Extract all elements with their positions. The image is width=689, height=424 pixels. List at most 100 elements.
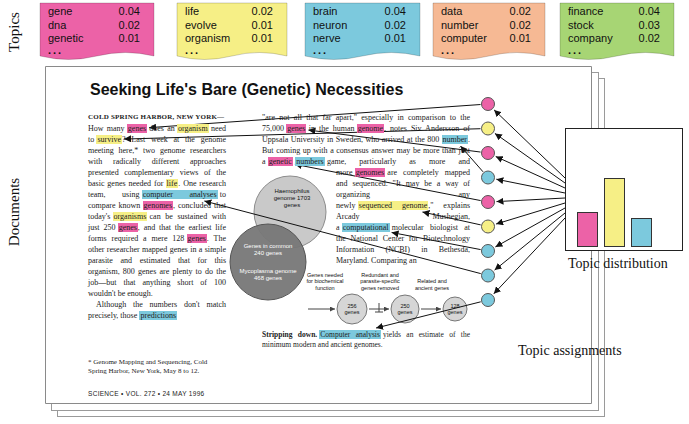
chart-bar bbox=[578, 213, 598, 247]
text-frame: "are not all that far apart," especially… bbox=[262, 112, 470, 357]
topic-word: company bbox=[568, 32, 625, 46]
topic-word: genetic bbox=[48, 32, 105, 46]
word-probability: 0.02 bbox=[119, 19, 140, 33]
paragraph: Although the numbers don't match precise… bbox=[88, 299, 226, 321]
chart-label: Topic distribution bbox=[568, 256, 668, 272]
text-frame: 256 genes bbox=[340, 303, 364, 316]
assignment-dot bbox=[482, 294, 495, 307]
highlighted-word: genomes bbox=[355, 168, 385, 177]
figure-label: Haemophilus genome 1703 genes bbox=[268, 188, 316, 209]
dateline-row: COLD SPRING HARBOR, NEW YORK— bbox=[88, 112, 226, 123]
figure-caption: Stripping down.Computer analysisyields a… bbox=[262, 330, 470, 349]
highlighted-word: predictions bbox=[139, 311, 177, 320]
highlighted-word: computational bbox=[342, 223, 390, 232]
text-frame: Documents bbox=[14, 212, 82, 230]
word-probability: 0.02 bbox=[510, 5, 531, 19]
highlighted-word: genomes bbox=[143, 201, 173, 210]
word-probability: 0.01 bbox=[385, 32, 406, 46]
text-frame: 128 genes bbox=[446, 303, 464, 316]
assignment-dot bbox=[482, 245, 495, 258]
assignment-dot bbox=[482, 196, 495, 209]
gene-set-circle bbox=[443, 297, 467, 321]
distribution-arrow bbox=[494, 218, 565, 294]
topic-word: number bbox=[441, 19, 496, 33]
chart-bar bbox=[605, 179, 625, 247]
word-probability: 0.02 bbox=[639, 32, 660, 46]
figure-label: Related and ancient genes bbox=[412, 278, 452, 291]
assignment-dot bbox=[482, 122, 495, 135]
highlighted-word: sequenced genome bbox=[358, 201, 428, 210]
highlighted-word: life bbox=[166, 179, 179, 188]
circle-label: 250 genes bbox=[394, 303, 416, 316]
topic-word: stock bbox=[568, 19, 625, 33]
distribution-arrow bbox=[494, 110, 565, 178]
assignment-dot bbox=[482, 98, 495, 111]
axis-label: Topics bbox=[5, 12, 23, 52]
topic-word: brain bbox=[313, 5, 371, 19]
word-probability: 0.02 bbox=[385, 19, 406, 33]
highlighted-word: number bbox=[442, 135, 468, 144]
ellipsis: ... bbox=[185, 46, 238, 54]
highlighted-word: genes bbox=[118, 223, 138, 232]
article-title: Seeking Life's Bare (Genetic) Necessitie… bbox=[90, 80, 592, 100]
ellipsis: ... bbox=[48, 46, 105, 54]
topic-card: gene0.04dna0.02genetic0.01... bbox=[40, 3, 154, 63]
topic-word: data bbox=[441, 5, 496, 19]
float-spacer bbox=[261, 112, 262, 167]
assignment-dot bbox=[482, 269, 495, 282]
article-text: . The other researcher mapped genes in a… bbox=[88, 234, 226, 298]
topic-card: brain0.04neuron0.02nerve0.01... bbox=[305, 3, 420, 63]
text-frame: Related and ancient genes bbox=[412, 278, 452, 291]
dateline: COLD SPRING HARBOR, NEW YORK— bbox=[88, 112, 226, 123]
article-text: in the human bbox=[309, 124, 355, 133]
highlighted-word: genetic bbox=[268, 157, 293, 166]
topic-word: dna bbox=[48, 19, 105, 33]
word-probability: 0.04 bbox=[385, 5, 406, 19]
topic-card: life0.02evolve0.01organism0.01... bbox=[177, 3, 287, 63]
paragraph: How manygenesdoes anorganismneed tosurvi… bbox=[88, 123, 226, 299]
topic-word: gene bbox=[48, 5, 105, 19]
card-shape bbox=[433, 3, 545, 60]
topic-word: nerve bbox=[313, 32, 371, 46]
word-probability: 0.01 bbox=[252, 19, 273, 33]
figure-arrow bbox=[308, 309, 335, 310]
assignment-label: Topic assignments bbox=[518, 343, 622, 359]
card-shape bbox=[560, 3, 674, 60]
folio: SCIENCE • VOL. 272 • 24 MAY 1996 bbox=[88, 390, 205, 398]
figure-label: Genes needed for biochemical function bbox=[306, 272, 344, 292]
text-frame: COLD SPRING HARBOR, NEW YORK—How manygen… bbox=[88, 112, 226, 321]
text-frame: Topic assignments bbox=[518, 343, 622, 359]
footnote: * Genome Mapping and Sequencing, Cold Sp… bbox=[88, 358, 226, 375]
highlighted-word: Computer analysis bbox=[319, 330, 381, 339]
text-frame: Topics bbox=[14, 32, 54, 50]
figure-arrow bbox=[421, 309, 441, 310]
highlighted-word: genes bbox=[187, 234, 207, 243]
text-frame: Redundant and parasite-specific genes re… bbox=[357, 272, 403, 292]
word-probability: 0.02 bbox=[252, 5, 273, 19]
removal-symbol bbox=[375, 303, 383, 312]
word-probability: 0.04 bbox=[639, 5, 660, 19]
assignment-dot bbox=[482, 171, 495, 184]
word-probability: 0.01 bbox=[510, 32, 531, 46]
gene-set-circle bbox=[337, 294, 367, 324]
word-probability: 0.01 bbox=[252, 32, 273, 46]
topic-word: finance bbox=[568, 5, 625, 19]
topic-word: computer bbox=[441, 32, 496, 46]
word-probability: 0.03 bbox=[639, 19, 660, 33]
figure-label: Redundant and parasite-specific genes re… bbox=[357, 272, 403, 292]
distribution-arrow bbox=[496, 157, 565, 189]
text-frame: Topic distribution bbox=[568, 256, 668, 272]
ellipsis: ... bbox=[313, 46, 371, 54]
topic-word: evolve bbox=[185, 19, 238, 33]
text-frame: * Genome Mapping and Sequencing, Cold Sp… bbox=[88, 358, 226, 375]
highlighted-word: genes bbox=[127, 124, 147, 133]
text-frame: Haemophilus genome 1703 genes bbox=[268, 188, 316, 209]
card-shape bbox=[40, 3, 154, 60]
page-shape bbox=[46, 67, 592, 404]
topic-card: finance0.04stock0.03company0.02... bbox=[560, 3, 674, 63]
assignment-dot bbox=[482, 147, 495, 160]
text-frame: SCIENCE • VOL. 272 • 24 MAY 1996 bbox=[88, 390, 205, 398]
ellipsis: ... bbox=[441, 46, 496, 54]
highlighted-word: survive bbox=[96, 135, 122, 144]
distribution-arrow bbox=[495, 213, 565, 270]
